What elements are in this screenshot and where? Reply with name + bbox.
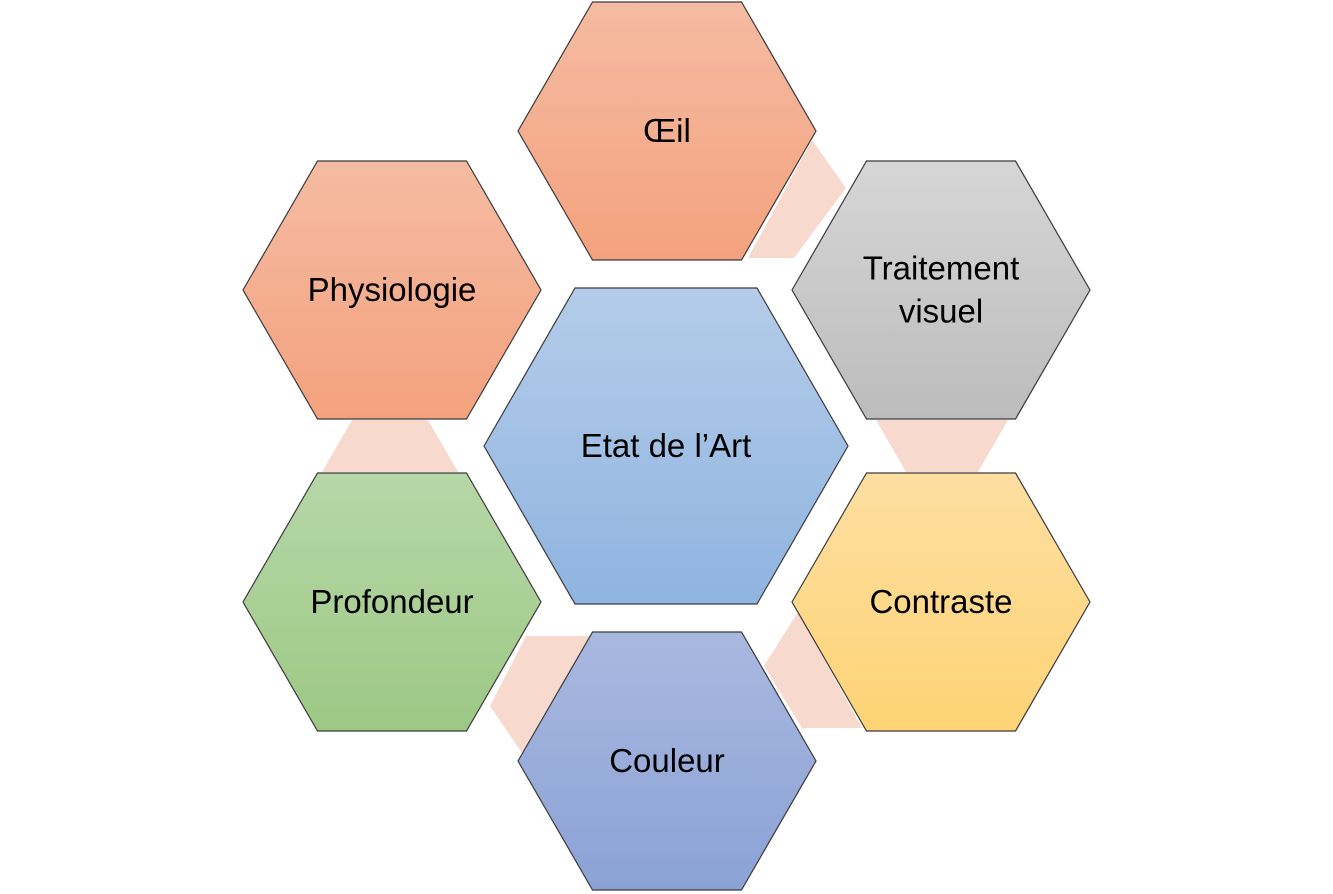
oeil-hexagon: [517, 1, 817, 261]
traitement-visuel-hexagon: [791, 160, 1091, 420]
traitement-visuel-node: Traitement visuel: [791, 160, 1091, 420]
connector-contraste-couleur: [764, 612, 862, 728]
profondeur-label: Profondeur: [310, 583, 473, 620]
center-etat-de-l-art-label: Etat de l’Art: [581, 427, 752, 464]
connector-traitement-contraste: [876, 420, 1008, 472]
contraste-node: Contraste: [791, 472, 1091, 732]
connector-couleur-profondeur: [490, 636, 592, 756]
couleur-node: Couleur: [517, 631, 817, 891]
traitement-visuel-label-line-2: visuel: [899, 293, 983, 330]
connector-profondeur-physiologie: [322, 420, 458, 472]
oeil-node: Œil: [517, 1, 817, 261]
contraste-label: Contraste: [869, 583, 1012, 620]
connector-oeil-traitement: [748, 140, 846, 258]
couleur-label: Couleur: [609, 742, 725, 779]
physiologie-label: Physiologie: [308, 271, 477, 308]
profondeur-node: Profondeur: [242, 472, 542, 732]
center-etat-de-l-art-hexagon: [483, 287, 849, 605]
profondeur-hexagon: [242, 472, 542, 732]
connector-layer: [322, 140, 1008, 756]
couleur-hexagon: [517, 631, 817, 891]
physiologie-hexagon: [242, 160, 542, 420]
physiologie-node: Physiologie: [242, 160, 542, 420]
traitement-visuel-label-line-1: Traitement: [863, 250, 1020, 287]
center-etat-de-l-art-node: Etat de l’Art: [483, 287, 849, 605]
contraste-hexagon: [791, 472, 1091, 732]
oeil-label: Œil: [643, 112, 691, 149]
